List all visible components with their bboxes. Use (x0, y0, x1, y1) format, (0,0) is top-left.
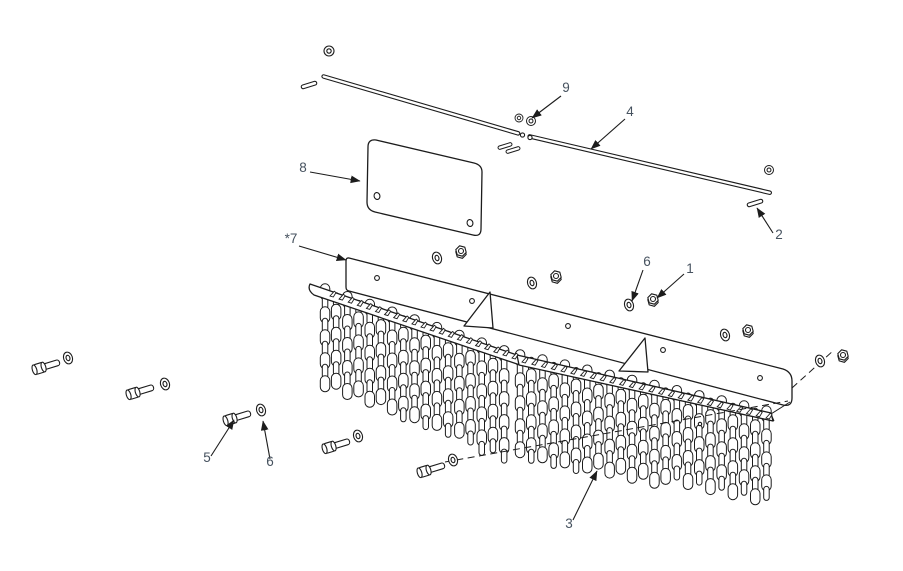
support-rod (321, 74, 772, 195)
rod-ferrule (527, 134, 533, 141)
bar-holes (374, 275, 763, 427)
bolt (415, 459, 447, 479)
washer (525, 275, 539, 291)
callout-arrow-6-bottom (260, 420, 271, 460)
washer (514, 113, 524, 123)
callout-label-5: 5 (203, 450, 211, 465)
callout-label-2: 2 (775, 227, 783, 242)
chain-curtain (319, 283, 772, 506)
washer-9 (526, 116, 536, 126)
washer (351, 428, 365, 444)
bolt-5 (221, 407, 253, 427)
callout-arrow-1 (656, 273, 685, 299)
bolt (320, 435, 352, 455)
nut (455, 245, 467, 259)
callout-label-6-top: 6 (643, 254, 651, 269)
callout-arrow-6-top (631, 269, 644, 302)
washer (718, 327, 732, 343)
axis-line-right (791, 349, 835, 389)
washer (158, 376, 172, 392)
bolt (124, 381, 156, 401)
washer-6 (254, 402, 268, 418)
callout-label-7: *7 (285, 231, 298, 246)
callout-label-1: 1 (686, 261, 694, 276)
rod-ferrule (519, 132, 526, 138)
callout-label-4: 4 (626, 104, 634, 119)
callout-arrow-2 (756, 207, 774, 234)
callout-labels: 1 2 3 4 5 6 6 *7 8 9 (203, 80, 783, 531)
washer (764, 165, 774, 175)
callout-arrow-7 (298, 245, 347, 262)
deflector-bar (308, 257, 793, 427)
nut (837, 349, 849, 363)
callout-arrows (210, 95, 774, 521)
callout-label-8: 8 (299, 160, 307, 175)
pin-2 (746, 198, 764, 208)
callout-label-6-bottom: 6 (266, 454, 274, 469)
callout-arrow-5 (210, 419, 235, 457)
gusset-left (463, 291, 494, 329)
callout-arrow-9 (531, 95, 562, 119)
plate (366, 139, 483, 237)
pin (300, 80, 318, 90)
gusset-right (618, 337, 649, 373)
callout-arrow-4 (590, 118, 626, 150)
washer (430, 250, 444, 266)
callout-label-9: 9 (562, 80, 570, 95)
callout-arrow-8 (309, 171, 361, 184)
callout-label-3: 3 (565, 516, 573, 531)
nut (550, 270, 562, 284)
washer (323, 45, 335, 57)
bolt (30, 356, 62, 376)
nut-1 (647, 293, 659, 307)
axis-line-bottom (444, 400, 789, 463)
washer (446, 452, 460, 468)
washer (813, 353, 827, 369)
nut (742, 324, 754, 338)
washer (61, 350, 75, 366)
callout-arrow-3 (572, 470, 598, 521)
chain-hooks (329, 290, 773, 420)
washer-6-top (622, 297, 636, 313)
